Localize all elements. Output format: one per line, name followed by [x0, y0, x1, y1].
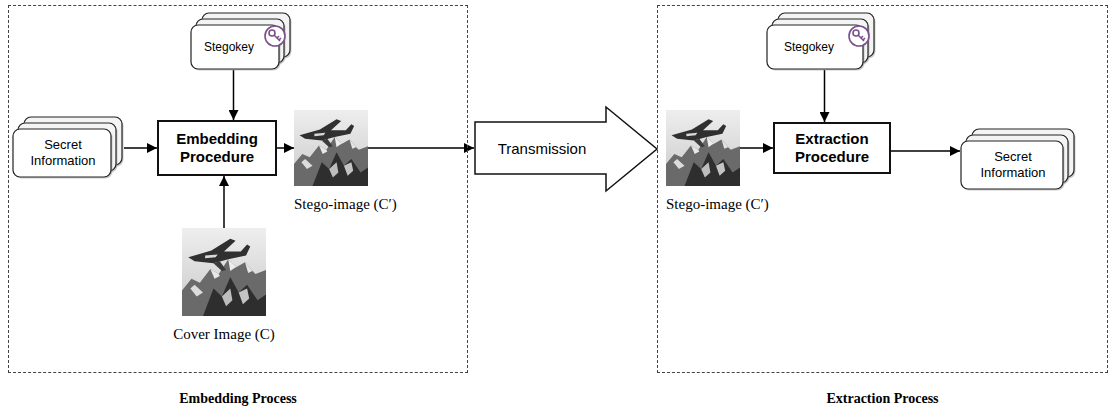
node-label: Stegokey — [204, 40, 254, 54]
flow-arrow — [124, 147, 157, 149]
region-heading: Embedding Process — [9, 391, 467, 407]
card — [13, 129, 111, 177]
flow-arrow — [740, 147, 773, 149]
process-region: Extraction ProcessStego-image (C′)Stegok… — [657, 5, 1108, 373]
flow-arrow — [233, 70, 235, 120]
image-node: Stego-image (C′) — [288, 108, 410, 220]
flow-arrow — [824, 70, 826, 122]
card — [961, 141, 1063, 189]
process-box: Extraction Procedure — [773, 122, 891, 174]
key-icon — [265, 26, 285, 46]
card — [767, 25, 863, 69]
image-node: Stego-image (C′) — [660, 108, 782, 220]
node-label: Secret Information — [964, 149, 1062, 180]
node-label: Secret Information — [16, 137, 110, 168]
stacked-card: Secret Information — [12, 116, 124, 178]
flow-arrow — [891, 150, 960, 152]
key-icon — [849, 26, 869, 46]
transmission-arrow: Transmission — [474, 106, 658, 192]
process-region: Embedding ProcessStegokeySecret Informat… — [8, 5, 468, 373]
node-label: Transmission — [498, 140, 587, 157]
stacked-card: Stegokey — [190, 12, 292, 70]
flow-arrow — [223, 176, 225, 228]
image-caption: Cover Image (C) — [173, 326, 275, 343]
image-thumbnail — [666, 110, 740, 186]
node-label: Extraction Procedure — [781, 130, 883, 166]
image-thumbnail — [294, 110, 368, 186]
stacked-card: Secret Information — [960, 128, 1076, 190]
node-label: Embedding Procedure — [165, 130, 269, 166]
image-thumbnail — [182, 228, 266, 316]
image-node: Cover Image (C) — [166, 226, 280, 346]
image-caption: Stego-image (C′) — [294, 196, 397, 213]
process-box: Embedding Procedure — [157, 120, 277, 176]
flow-arrow — [368, 147, 474, 149]
image-caption: Stego-image (C′) — [666, 196, 769, 213]
flow-arrow — [277, 147, 294, 149]
stacked-card: Stegokey — [766, 12, 876, 70]
region-heading: Extraction Process — [658, 391, 1107, 407]
node-label: Stegokey — [784, 40, 834, 54]
